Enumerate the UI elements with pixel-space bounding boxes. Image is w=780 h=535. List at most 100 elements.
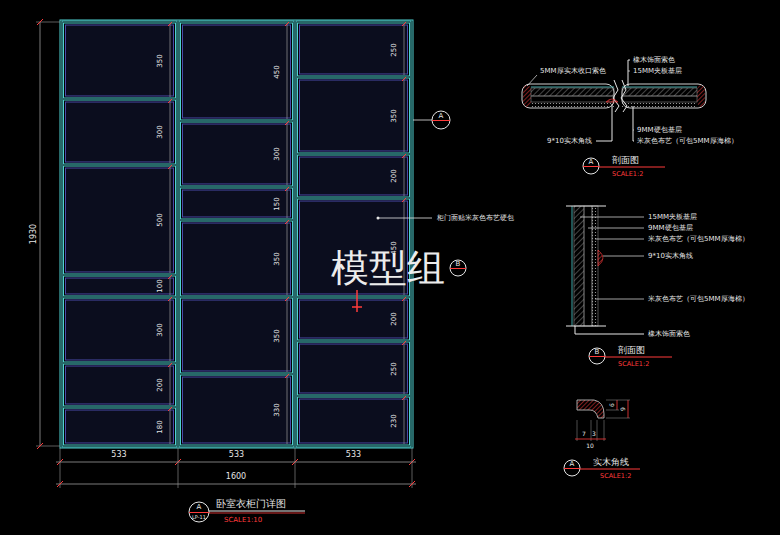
callout-letter: A: [570, 461, 575, 468]
moulding-profile: [577, 400, 604, 418]
dimension-line: [404, 343, 405, 394]
dimension-line: [287, 299, 288, 372]
dimension-tick: [285, 220, 289, 224]
title-underline: [580, 469, 640, 470]
title-underline: [209, 513, 305, 514]
door-panel: [298, 23, 410, 76]
dimension-text: 533: [111, 451, 126, 459]
break-line: [621, 80, 627, 112]
section-title: 剖面图: [618, 346, 645, 355]
callout-bar: [589, 356, 605, 357]
solid-wood-edge: [697, 85, 705, 107]
dimension-text: 533: [229, 451, 244, 459]
fabric-panel: [183, 223, 291, 294]
plywood-layer: [574, 206, 584, 326]
dimension-line: [628, 400, 629, 418]
material-note: 9MM硬包基层: [637, 127, 682, 134]
dimension-text: 1600: [226, 473, 246, 481]
title-underline: [209, 511, 305, 512]
callout-circle: [564, 460, 580, 476]
dimension-tick: [402, 297, 406, 301]
break-line: [613, 80, 619, 112]
plywood-layer: [531, 88, 614, 96]
dimension-line: [170, 365, 171, 405]
door-panel: [64, 364, 176, 406]
watermark: 模型组: [331, 249, 445, 287]
callout-letter: A: [589, 159, 594, 166]
door-panel: [181, 188, 293, 219]
extension-line: [591, 420, 592, 441]
callout-bar: [189, 512, 209, 513]
door-panel: [298, 298, 410, 340]
dimension-line: [56, 462, 416, 463]
fabric-panel: [183, 377, 291, 443]
door-panel: [181, 122, 293, 186]
fabric-panel: [66, 102, 174, 162]
dimension-line: [170, 167, 171, 273]
cabinet-frame: [60, 20, 413, 448]
scale-text: SCALE1:2: [600, 473, 631, 480]
door-panel: [181, 375, 293, 445]
corner-moulding: [598, 250, 603, 266]
callout-bar: [450, 268, 466, 269]
dimension-line: [404, 156, 405, 196]
fabric-panel: [66, 168, 174, 272]
dimension-tick: [402, 198, 406, 202]
dimension-line: [617, 400, 618, 410]
leader-line: [588, 228, 644, 229]
callout-letter: B: [456, 261, 461, 268]
dimension-tick: [402, 77, 406, 81]
material-note: 15MM夹板基层: [633, 68, 682, 75]
dimension-line: [287, 376, 288, 444]
door-panel: [181, 23, 293, 120]
material-note: 5MM厚实木收口索色: [540, 68, 606, 75]
base-layer: [584, 206, 592, 326]
fabric-panel: [300, 25, 408, 74]
dimension-line: [287, 123, 288, 185]
dimension-line: [287, 24, 288, 119]
leader-line: [596, 104, 612, 141]
door-leaf: [62, 21, 177, 447]
dimension-tick: [168, 363, 172, 367]
door-panel: [64, 166, 176, 274]
dimension-line: [404, 299, 405, 339]
dimension-tick: [168, 165, 172, 169]
material-note: 9MM硬包基层: [648, 225, 693, 232]
dimension-text: 350: [391, 109, 398, 122]
fabric-panel: [300, 399, 408, 443]
dimension-tick: [168, 407, 172, 411]
callout-letter: B: [595, 349, 600, 356]
fabric-panel: [300, 344, 408, 393]
note-text: 柜门面贴米灰色布艺硬包: [437, 215, 514, 222]
dimension-line: [287, 222, 288, 295]
dimension-text: 350: [274, 252, 281, 265]
dimension-text: 200: [157, 378, 164, 391]
veneer-line: [572, 206, 573, 326]
door-panel: [298, 397, 410, 445]
dimension-text: 300: [157, 323, 164, 336]
dimension-text: 100: [157, 279, 164, 292]
callout-circle: [432, 111, 450, 129]
material-note: 9*10实木角线: [547, 138, 592, 145]
dimension-text: 180: [157, 420, 164, 433]
fabric-panel: [66, 366, 174, 404]
material-note: 米灰色布艺（可包5MM厚海棉）: [648, 236, 749, 243]
dimension-text: 150: [274, 197, 281, 210]
door-panel: [298, 155, 410, 197]
door-panel: [298, 342, 410, 395]
solid-wood-edge: [523, 85, 531, 107]
fabric-panel: [183, 300, 291, 371]
material-note: 米灰色布艺（可包5MM厚海棉）: [648, 296, 749, 303]
dimension-tick: [402, 154, 406, 158]
dimension-text: 200: [391, 312, 398, 325]
dimension-tick: [285, 121, 289, 125]
dimension-line: [170, 299, 171, 361]
fabric-panel: [66, 300, 174, 360]
material-note: 15MM夹板基层: [648, 214, 697, 221]
fabric-panel: [183, 124, 291, 184]
extension-line: [606, 418, 630, 419]
dimension-tick: [168, 297, 172, 301]
dimension-tick: [285, 297, 289, 301]
leader-line: [633, 106, 634, 141]
scale-text: SCALE1:2: [612, 171, 643, 178]
